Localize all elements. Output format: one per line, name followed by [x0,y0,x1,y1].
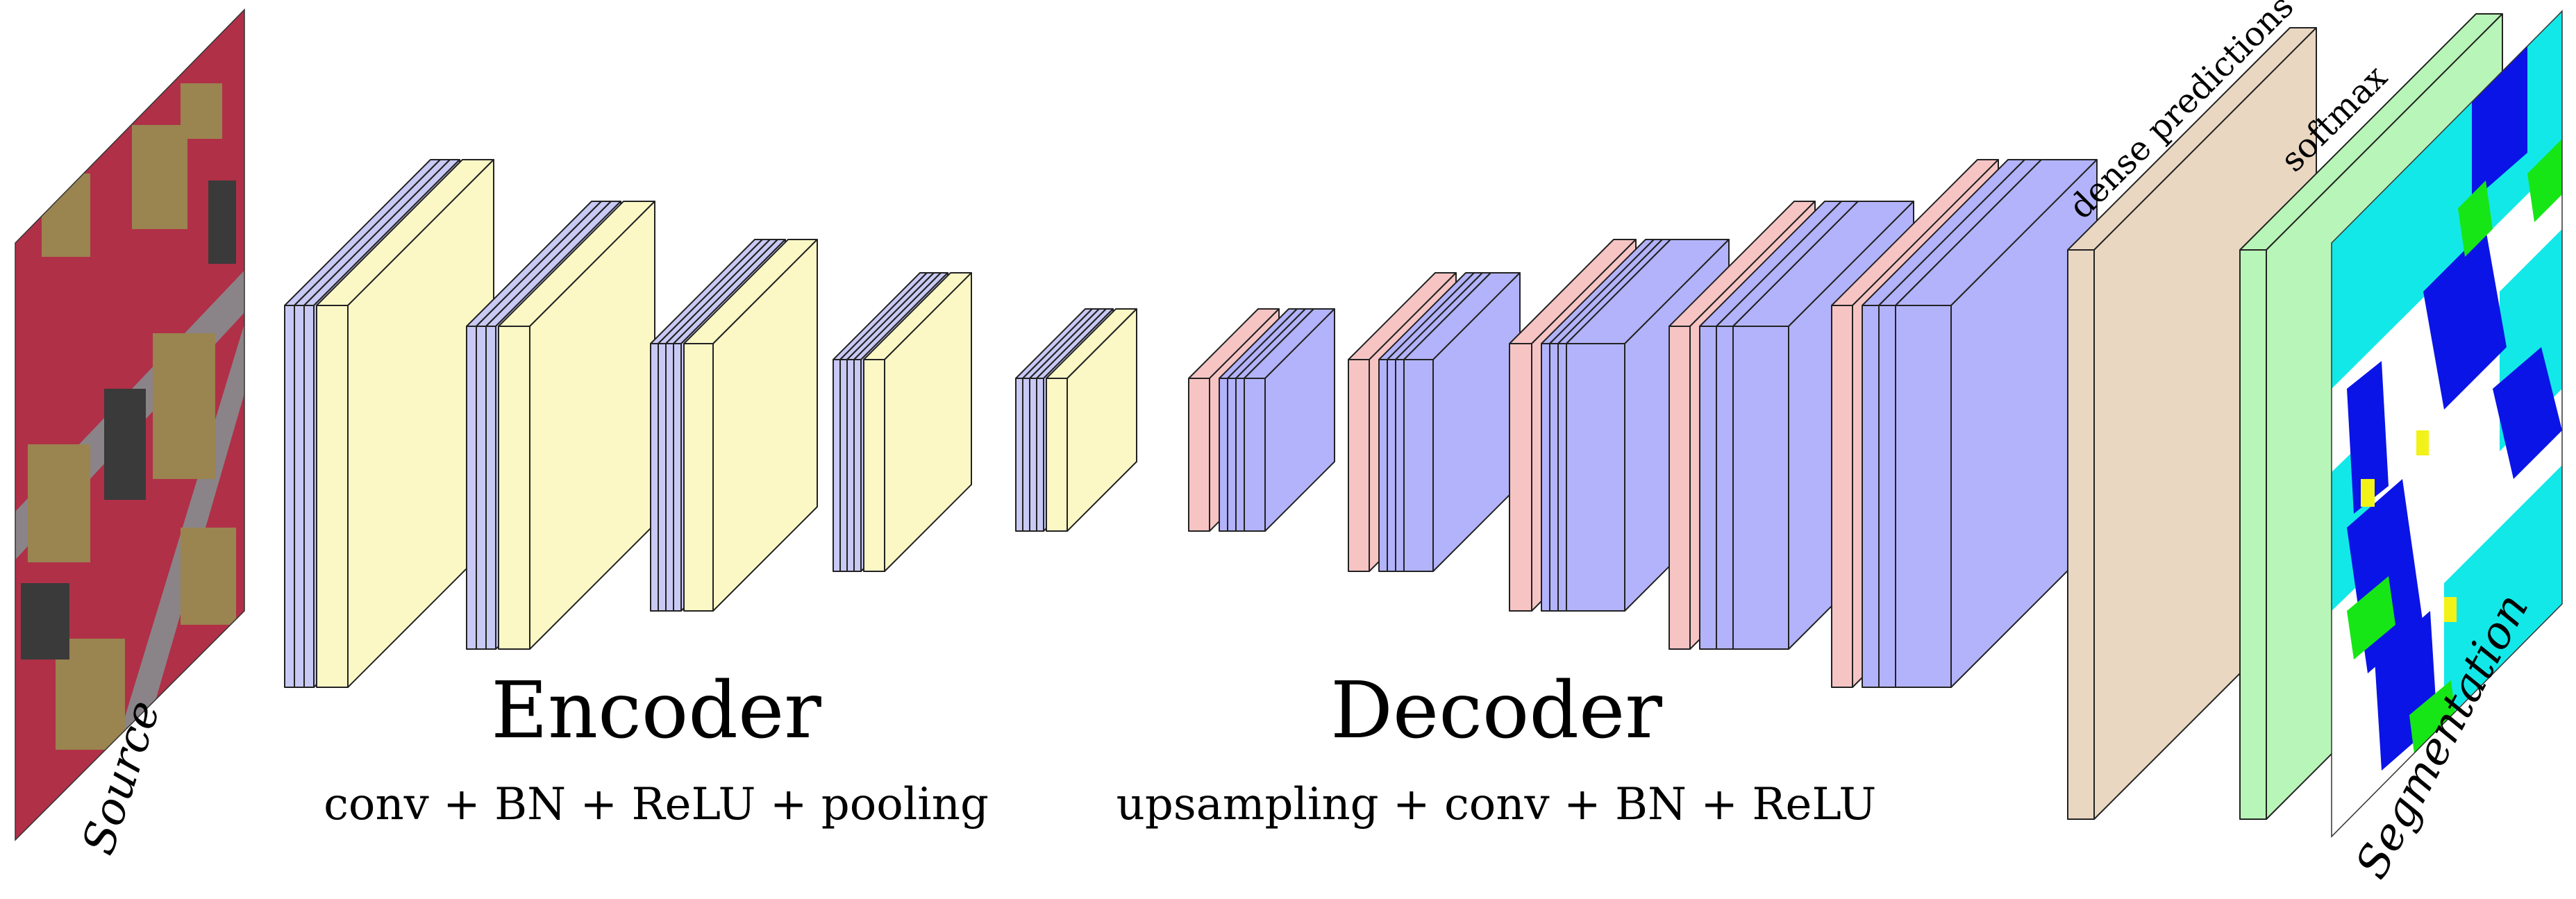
decoder-stage-2 [1348,272,1521,572]
conv-layer-front [476,326,487,650]
conv-layer-front [1862,305,1880,688]
pool-layer-front [1046,378,1068,532]
conv-layer [1895,159,2098,688]
conv-layer-front [1378,359,1388,572]
conv-layer-front [1566,343,1625,612]
conv-layer-front [1403,359,1434,572]
decoder-stage-1 [1188,308,1335,532]
pool-layer [683,239,818,612]
pool-layer [316,159,494,688]
conv-layer-front [466,326,477,650]
upsample-layer-front [1348,359,1370,572]
conv-layer-front [1015,378,1023,532]
conv-layer [1244,308,1335,532]
encoder-stage-4 [833,272,972,572]
conv-layer-front [673,343,682,612]
conv-layer-front [294,305,305,688]
conv-layer-front [1029,378,1037,532]
pool-layer [1046,308,1137,532]
conv-layer-front [846,359,855,572]
upsample-layer-front [1668,326,1691,650]
conv-layer-front [839,359,848,572]
upsample-layer-front [1188,378,1210,532]
conv-layer-front [303,305,315,688]
conv-layer-front [1878,305,1896,688]
conv-layer-front [833,359,841,572]
decoder-stage-4 [1668,201,1914,650]
conv-layer-front [1716,326,1734,650]
conv-layer-front [658,343,667,612]
conv-layer-front [665,343,674,612]
pool-layer-front [863,359,885,572]
encoder-stage-3 [650,239,818,612]
conv-layer-front [284,305,295,688]
source-image [15,8,245,841]
encoder-stage-2 [466,201,655,650]
encoder-title: Encoder [491,666,821,756]
decoder-ops-caption: upsampling + conv + BN + ReLU [1116,779,1877,830]
conv-layer-front [485,326,496,650]
pool-layer-front [683,343,714,612]
upsample-layer-front [1509,343,1532,612]
conv-layer-front [1235,378,1245,532]
conv-layer-front [1699,326,1717,650]
conv-layer-front [1219,378,1228,532]
pool-layer-front [316,305,349,688]
pool-layer [863,272,972,572]
pool-layer [498,201,655,650]
conv-layer-front [1022,378,1030,532]
conv-layer-front [853,359,862,572]
conv-layer-front [1549,343,1559,612]
decoder-title: Decoder [1330,666,1662,756]
conv-layer-front [1541,343,1550,612]
network-blocks [284,159,2098,688]
encoder-stage-1 [284,159,494,688]
softmax-slab-front [2239,249,2267,820]
conv-layer-front [1227,378,1237,532]
conv-layer-front [1244,378,1266,532]
upsample-layer-front [1831,305,1853,688]
encoder-ops-caption: conv + BN + ReLU + pooling [324,779,989,830]
conv-layer [1403,272,1521,572]
dense-predictions-slab-front [2067,249,2095,820]
conv-layer-front [1395,359,1405,572]
decoder-stage-5 [1831,159,2098,688]
pool-layer-front [498,326,530,650]
conv-layer-front [1732,326,1789,650]
conv-layer-front [1036,378,1044,532]
encoder-stage-5 [1015,308,1137,532]
conv-layer-front [1895,305,1952,688]
conv-layer-front [650,343,659,612]
conv-layer-front [1557,343,1567,612]
conv-layer-front [1387,359,1396,572]
